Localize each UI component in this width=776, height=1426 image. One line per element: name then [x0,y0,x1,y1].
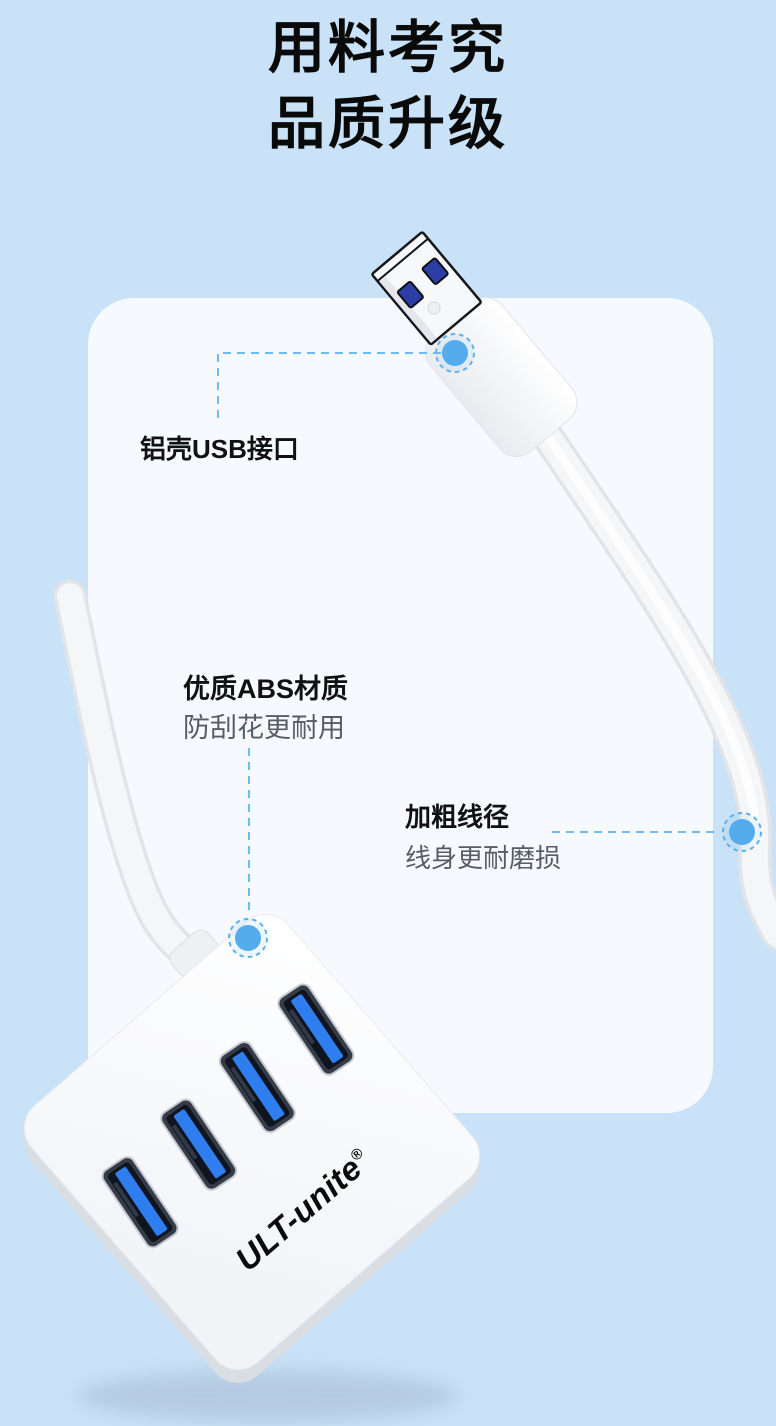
usb-port-3 [218,1040,296,1134]
usb-port-2 [160,1098,238,1191]
usb-port-1 [101,1156,179,1249]
hub-shadow [78,1370,458,1422]
usb-plug [371,231,578,458]
plug-contact-1 [421,257,449,285]
callout-description-cable-thickness: 线身更耐磨损 [405,843,562,873]
callout-line-usb-plug [217,352,441,418]
callout-label-abs-material: 优质ABS材质 [183,674,349,704]
plug-shell-hole [427,301,441,315]
title-line-2: 品质升级 [268,92,508,156]
callout-label-usb-plug: 铝壳USB接口 [140,434,299,464]
callout-label-cable-thickness: 加粗线径 [405,802,510,832]
usb-hub: ULT-unite® [23,913,481,1383]
plug-metal-shell [371,231,482,346]
cable-right-segment [523,408,776,951]
callout-dot-abs-material [228,918,268,958]
cable-left-segment [53,579,195,963]
usb-port-4 [277,983,355,1076]
callout-dot-cable-thickness [722,812,762,852]
plug-contact-2 [396,280,424,309]
hub-top-face [23,913,481,1371]
callout-description-abs-material: 防刮花更耐用 [183,713,345,743]
title-line-1: 用料考究 [268,16,508,80]
page-title: 用料考究 品质升级 [0,10,776,162]
callout-dot-usb-plug [435,333,475,373]
